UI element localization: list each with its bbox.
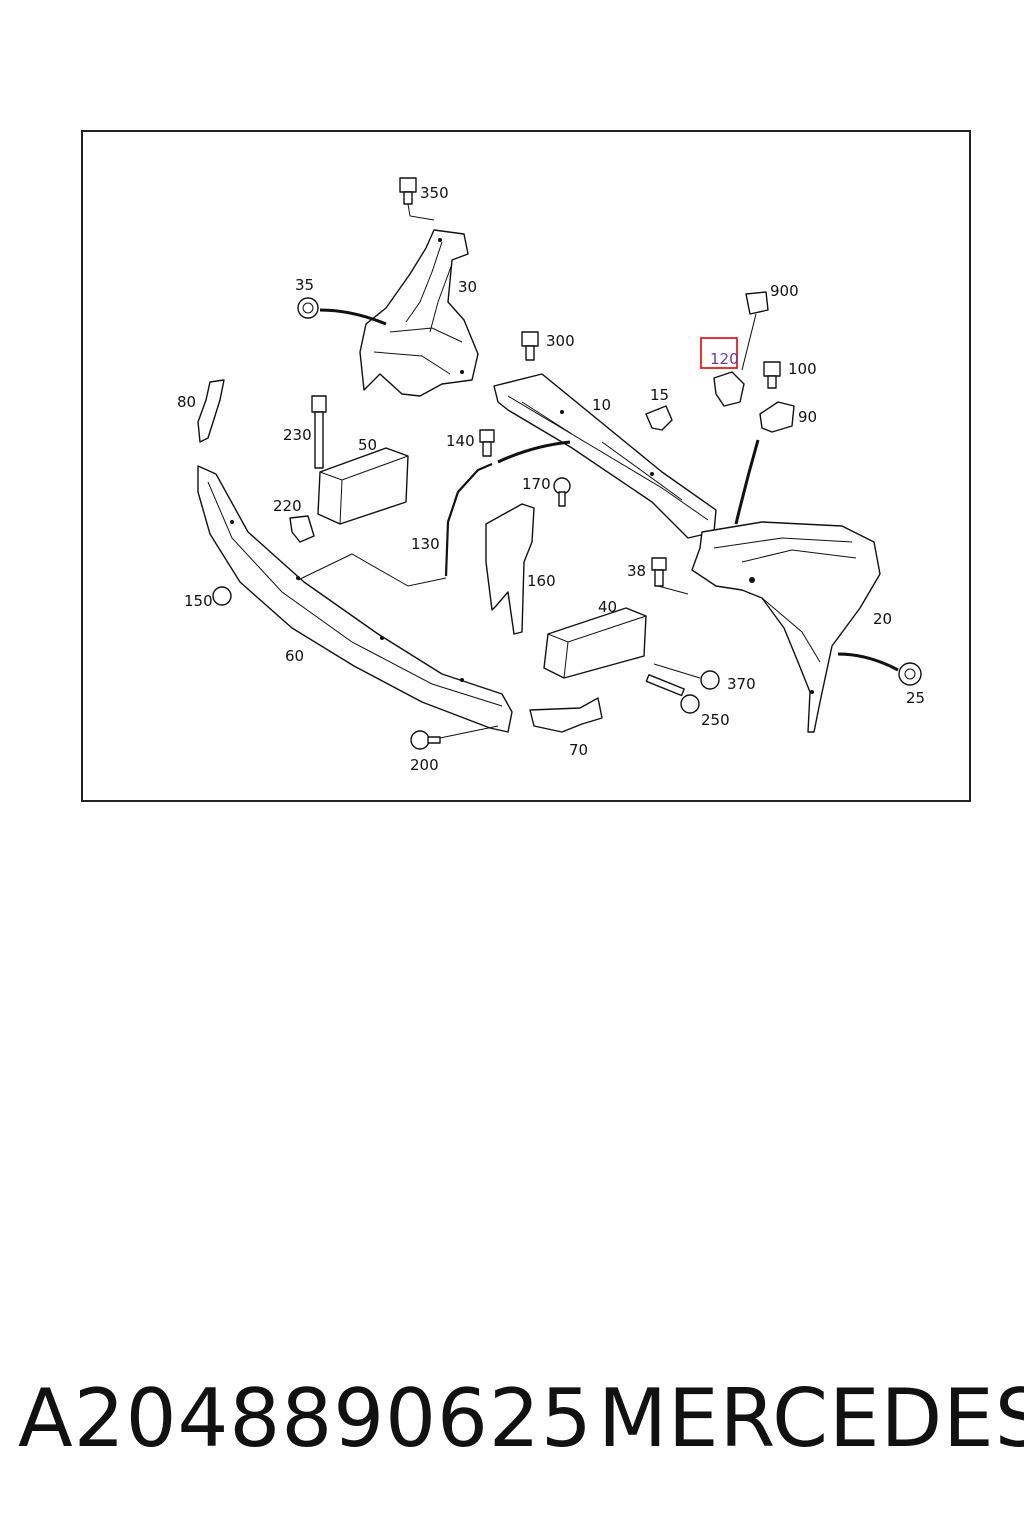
part-200-bolt[interactable]: [410, 730, 441, 750]
part-90-bracket[interactable]: [759, 401, 795, 433]
part-38-bolt[interactable]: [651, 557, 667, 587]
part-100-bolt[interactable]: [763, 361, 781, 389]
part-140-bolt[interactable]: [479, 429, 495, 457]
diagram-frame: 350 30 35 900 120 300 100 15 10 90 80 23…: [81, 130, 971, 802]
callout-140[interactable]: 140: [446, 432, 475, 450]
callout-150[interactable]: 150: [184, 592, 213, 610]
callout-20[interactable]: 20: [873, 610, 892, 628]
part-230-long-bolt[interactable]: [311, 395, 327, 469]
callout-80[interactable]: 80: [177, 393, 196, 411]
part-120-bracket[interactable]: [713, 371, 745, 407]
leader-370: [653, 663, 701, 679]
part-60-bumper-beam[interactable]: [197, 465, 513, 733]
callout-35[interactable]: 35: [295, 276, 314, 294]
part-20-side-frame[interactable]: [691, 521, 881, 733]
highlight-box-120: [700, 337, 738, 369]
callout-25[interactable]: 25: [906, 689, 925, 707]
part-number: A2048890625: [18, 1372, 593, 1465]
callout-370[interactable]: 370: [727, 675, 756, 693]
part-80-clip[interactable]: [197, 379, 225, 443]
part-220-plate[interactable]: [289, 515, 315, 543]
leader-900: [741, 313, 757, 371]
callout-230[interactable]: 230: [283, 426, 312, 444]
part-300-bolt[interactable]: [521, 331, 539, 361]
callout-100[interactable]: 100: [788, 360, 817, 378]
callout-70[interactable]: 70: [569, 741, 588, 759]
footer-caption: A2048890625 MERCEDES: [18, 1372, 1024, 1472]
leader-130: [297, 553, 447, 587]
leader-38: [657, 585, 689, 595]
leader-200: [439, 725, 499, 739]
part-35-clip[interactable]: [297, 297, 319, 319]
callout-220[interactable]: 220: [273, 497, 302, 515]
arrow-90: [734, 439, 760, 525]
callout-30[interactable]: 30: [458, 278, 477, 296]
callout-160[interactable]: 160: [527, 572, 556, 590]
part-70-bracket[interactable]: [529, 697, 603, 733]
brand-name: MERCEDES: [598, 1372, 1024, 1465]
callout-250[interactable]: 250: [701, 711, 730, 729]
callout-38[interactable]: 38: [627, 562, 646, 580]
part-900-label[interactable]: [745, 291, 769, 315]
arrow-35: [319, 308, 387, 326]
callout-900[interactable]: 900: [770, 282, 799, 300]
arrow-140: [497, 440, 571, 464]
callout-120[interactable]: 120: [710, 350, 739, 368]
callout-200[interactable]: 200: [410, 756, 439, 774]
callout-10[interactable]: 10: [592, 396, 611, 414]
part-25-clip[interactable]: [898, 662, 922, 686]
parts-diagram: 350 30 35 900 120 300 100 15 10 90 80 23…: [177, 177, 925, 774]
part-15-clip[interactable]: [645, 405, 673, 431]
callout-50[interactable]: 50: [358, 436, 377, 454]
part-350-bolt[interactable]: [399, 177, 417, 205]
part-50-absorber[interactable]: [317, 447, 409, 525]
arrow-25: [837, 652, 899, 672]
part-370-bolt[interactable]: [700, 670, 720, 690]
callout-130[interactable]: 130: [411, 535, 440, 553]
callout-90[interactable]: 90: [798, 408, 817, 426]
callout-350[interactable]: 350: [420, 184, 449, 202]
part-130-rod[interactable]: [444, 462, 493, 577]
callout-15[interactable]: 15: [650, 386, 669, 404]
callout-40[interactable]: 40: [598, 598, 617, 616]
callout-300[interactable]: 300: [546, 332, 575, 350]
part-150-nut[interactable]: [212, 586, 232, 606]
part-40-absorber[interactable]: [543, 607, 647, 679]
part-160-bracket[interactable]: [485, 503, 535, 635]
part-30-bracket[interactable]: [359, 229, 479, 397]
callout-170[interactable]: 170: [522, 475, 551, 493]
callout-60[interactable]: 60: [285, 647, 304, 665]
leader-350: [407, 203, 435, 221]
part-250-bolt[interactable]: [645, 674, 700, 714]
part-10-cross-member[interactable]: [493, 373, 717, 539]
part-170-screw[interactable]: [553, 477, 571, 507]
